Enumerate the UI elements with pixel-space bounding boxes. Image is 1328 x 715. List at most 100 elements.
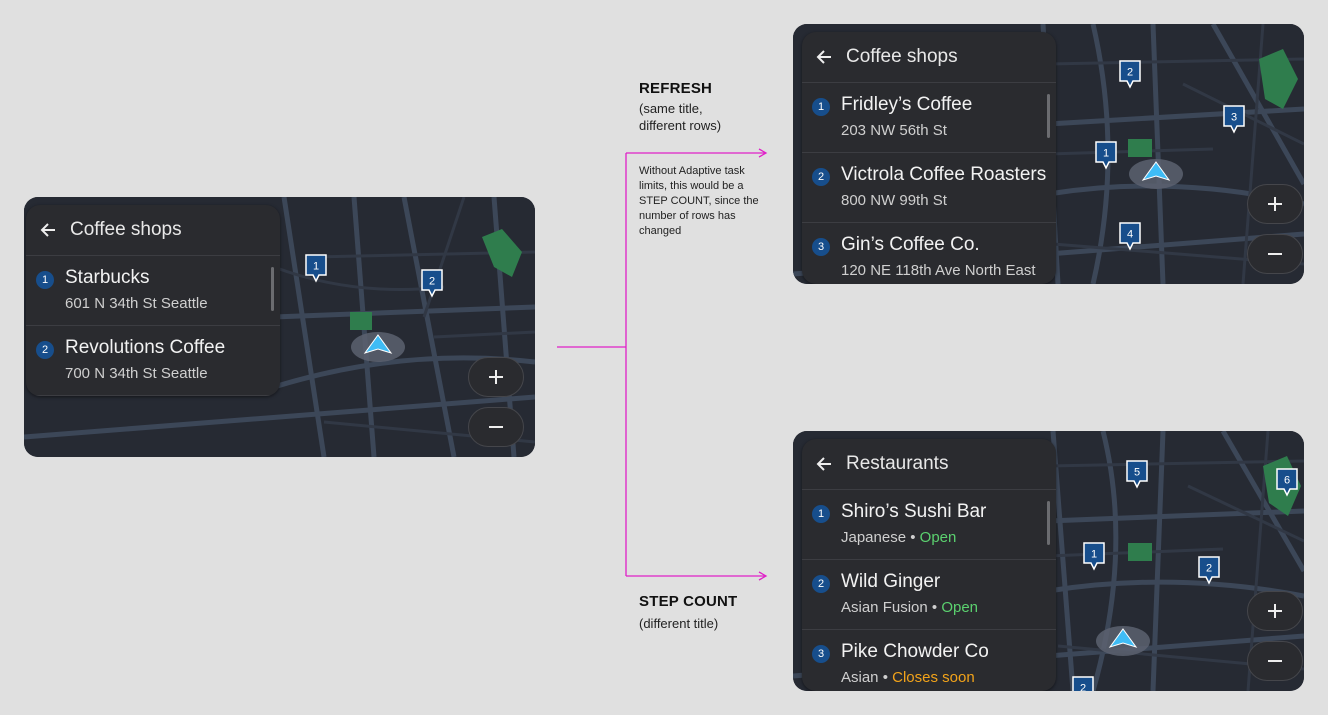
cuisine: Asian [841,669,879,686]
zoom-out-button[interactable] [1247,641,1303,681]
map-pin-icon[interactable]: 2 [1118,59,1142,89]
item-address: 800 NW 99th St [841,192,947,209]
list-item[interactable]: 1 Shiro’s Sushi Bar Japanese • Open [802,490,1056,560]
step-count-screen: 5 6 1 2 2 Restaurants 1 Shiro’s Sushi [793,431,1304,691]
map-pin-icon[interactable]: 2 [1071,675,1095,691]
place-list-panel: Restaurants 1 Shiro’s Sushi Bar Japanese… [802,439,1056,691]
item-title: Shiro’s Sushi Bar [841,501,987,522]
zoom-in-button[interactable] [468,357,524,397]
item-number-badge: 2 [36,341,54,359]
refresh-sub-1: (same title, [639,101,703,116]
item-title: Fridley’s Coffee [841,94,973,115]
source-screen: 1 2 Coffee shops 1 Starbucks 601 N 34th … [24,197,535,457]
plus-icon [1268,197,1282,211]
item-address: 700 N 34th St Seattle [65,365,208,382]
arrowhead-step [758,571,768,581]
back-arrow-icon [40,223,55,237]
status-open: Open [941,599,979,616]
step-count-label: STEP COUNT [639,593,738,610]
navigation-arrow-icon [1096,626,1150,656]
item-subtitle: Japanese • Open [841,529,956,546]
pin-number: 3 [1231,112,1237,124]
map-pin-icon[interactable]: 1 [1082,541,1106,571]
item-number-badge: 3 [812,238,830,256]
panel-header: Restaurants [802,439,1056,490]
item-title: Gin’s Coffee Co. [841,234,980,255]
back-button[interactable] [804,455,844,473]
map-pin-icon[interactable]: 5 [1125,459,1149,489]
refresh-note-line: Without Adaptive task [639,165,745,177]
refresh-label: REFRESH [639,80,713,97]
plus-icon [1268,604,1282,618]
item-number-badge: 2 [812,168,830,186]
pin-number: 5 [1134,467,1140,479]
map-pin-icon[interactable]: 1 [304,253,328,283]
pin-number: 2 [1127,67,1133,79]
item-number-badge: 1 [36,271,54,289]
pin-number: 1 [1091,549,1097,561]
zoom-out-button[interactable] [468,407,524,447]
pin-number: 2 [1206,563,1212,575]
map-pin-icon[interactable]: 1 [1094,140,1118,170]
refresh-screen: 2 3 1 4 Coffee shops 1 Fridley’s Coffee … [793,24,1304,284]
separator: • [906,529,920,546]
status-open: Open [919,529,957,546]
item-title: Wild Ginger [841,571,941,592]
list-item[interactable]: 1 Starbucks 601 N 34th St Seattle [26,256,280,326]
item-title: Starbucks [65,267,150,288]
list-item[interactable]: 1 Fridley’s Coffee 203 NW 56th St [802,83,1056,153]
list-item[interactable]: 2 Victrola Coffee Roasters 800 NW 99th S… [802,153,1056,223]
cuisine: Japanese [841,529,907,546]
list-item[interactable]: 2 Wild Ginger Asian Fusion • Open [802,560,1056,630]
map-pin-icon[interactable]: 3 [1222,104,1246,134]
list-item[interactable]: 2 Revolutions Coffee 700 N 34th St Seatt… [26,326,280,396]
item-number-badge: 1 [812,505,830,523]
navigation-arrow-icon [351,332,405,362]
back-button[interactable] [804,48,844,66]
list-item[interactable]: 3 Pike Chowder Co Asian • Closes soon [802,630,1056,691]
panel-title: Coffee shops [846,46,958,67]
place-list-panel: Coffee shops 1 Fridley’s Coffee 203 NW 5… [802,32,1056,284]
pin-number: 6 [1284,475,1290,487]
refresh-note-line: STEP COUNT, since the [639,195,759,207]
map-pin-icon[interactable]: 6 [1275,467,1299,497]
scrollbar[interactable] [1047,94,1050,138]
scrollbar[interactable] [1047,501,1050,545]
scrollbar[interactable] [271,267,274,311]
pin-number: 2 [429,276,435,288]
place-list-panel: Coffee shops 1 Starbucks 601 N 34th St S… [26,205,280,396]
list-item[interactable]: 3 Gin’s Coffee Co. 120 NE 118th Ave Nort… [802,223,1056,284]
item-title: Revolutions Coffee [65,337,226,358]
refresh-annotation: REFRESH (same title, different rows) Wit… [639,80,774,239]
panel-title: Restaurants [846,453,949,474]
navigation-arrow-icon [1129,159,1183,189]
item-number-badge: 2 [812,575,830,593]
pin-number: 1 [313,261,319,273]
item-subtitle: Asian • Closes soon [841,669,975,686]
separator: • [878,669,893,686]
item-title: Pike Chowder Co [841,641,989,662]
zoom-in-button[interactable] [1247,184,1303,224]
pin-number: 4 [1127,229,1133,241]
back-arrow-icon [816,50,831,64]
minus-icon [1268,660,1282,662]
minus-icon [1268,253,1282,255]
map-pin-icon[interactable]: 4 [1118,221,1142,251]
zoom-in-button[interactable] [1247,591,1303,631]
step-annotation: STEP COUNT (different title) [639,593,774,632]
refresh-note-line: limits, this would be a [639,180,744,192]
item-title: Victrola Coffee Roasters [841,164,1047,185]
refresh-note-line: changed [639,225,682,237]
cuisine: Asian Fusion [841,599,928,616]
zoom-out-button[interactable] [1247,234,1303,274]
item-number-badge: 1 [812,98,830,116]
back-button[interactable] [28,221,68,239]
refresh-note-line: number of rows has [639,210,736,222]
map-pin-icon[interactable]: 2 [1197,555,1221,585]
item-subtitle: Asian Fusion • Open [841,599,978,616]
plus-icon [489,370,503,384]
map-pin-icon[interactable]: 2 [420,268,444,298]
panel-header: Coffee shops [802,32,1056,83]
item-number-badge: 3 [812,645,830,663]
panel-title: Coffee shops [70,219,182,240]
